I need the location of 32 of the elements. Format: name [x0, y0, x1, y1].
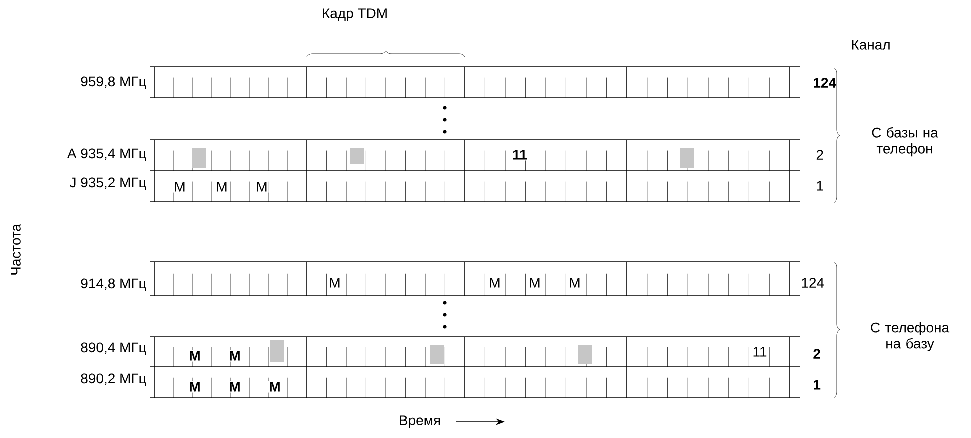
channel-number: 124	[802, 278, 824, 288]
slot-mark: 11	[512, 149, 528, 161]
channel-number: 2	[814, 349, 820, 359]
channel-number: 2	[816, 150, 824, 160]
slot-mark: M	[228, 350, 242, 362]
slot-mark: M	[328, 277, 342, 289]
axis-label: Время	[400, 416, 440, 428]
slot-mark: M	[268, 381, 282, 393]
slot-mark: M	[528, 277, 542, 289]
direction-note: С базы на телефон	[872, 127, 938, 157]
channel-number: 1	[814, 380, 821, 390]
channel-number: 1	[817, 181, 824, 191]
slot-mark: 11	[752, 346, 768, 358]
slot-mark: M	[215, 181, 229, 193]
slot-mark: M	[568, 277, 582, 289]
frequency-label: 959,8 МГц	[81, 76, 146, 90]
slot-mark: M	[228, 381, 242, 393]
slot-mark: M	[173, 181, 187, 193]
channel-number: 124	[814, 78, 836, 88]
slot-mark: M	[255, 181, 269, 193]
frequency-label: 890,4 МГц	[81, 342, 146, 356]
column-heading: Канал	[852, 40, 890, 50]
slot-mark: M	[188, 381, 202, 393]
slot-mark: M	[488, 277, 502, 289]
slot-mark: M	[188, 350, 202, 362]
frame-caption: Кадр TDM	[323, 8, 387, 22]
frequency-label: 890,2 МГц	[81, 374, 146, 386]
direction-note: С телефона на базу	[871, 322, 950, 352]
axis-label: Частота	[11, 224, 21, 275]
frequency-label: A 935,4 МГц	[67, 148, 146, 162]
frequency-label: 914,8 МГц	[81, 278, 146, 292]
frequency-label: J 935,2 МГц	[70, 178, 146, 190]
